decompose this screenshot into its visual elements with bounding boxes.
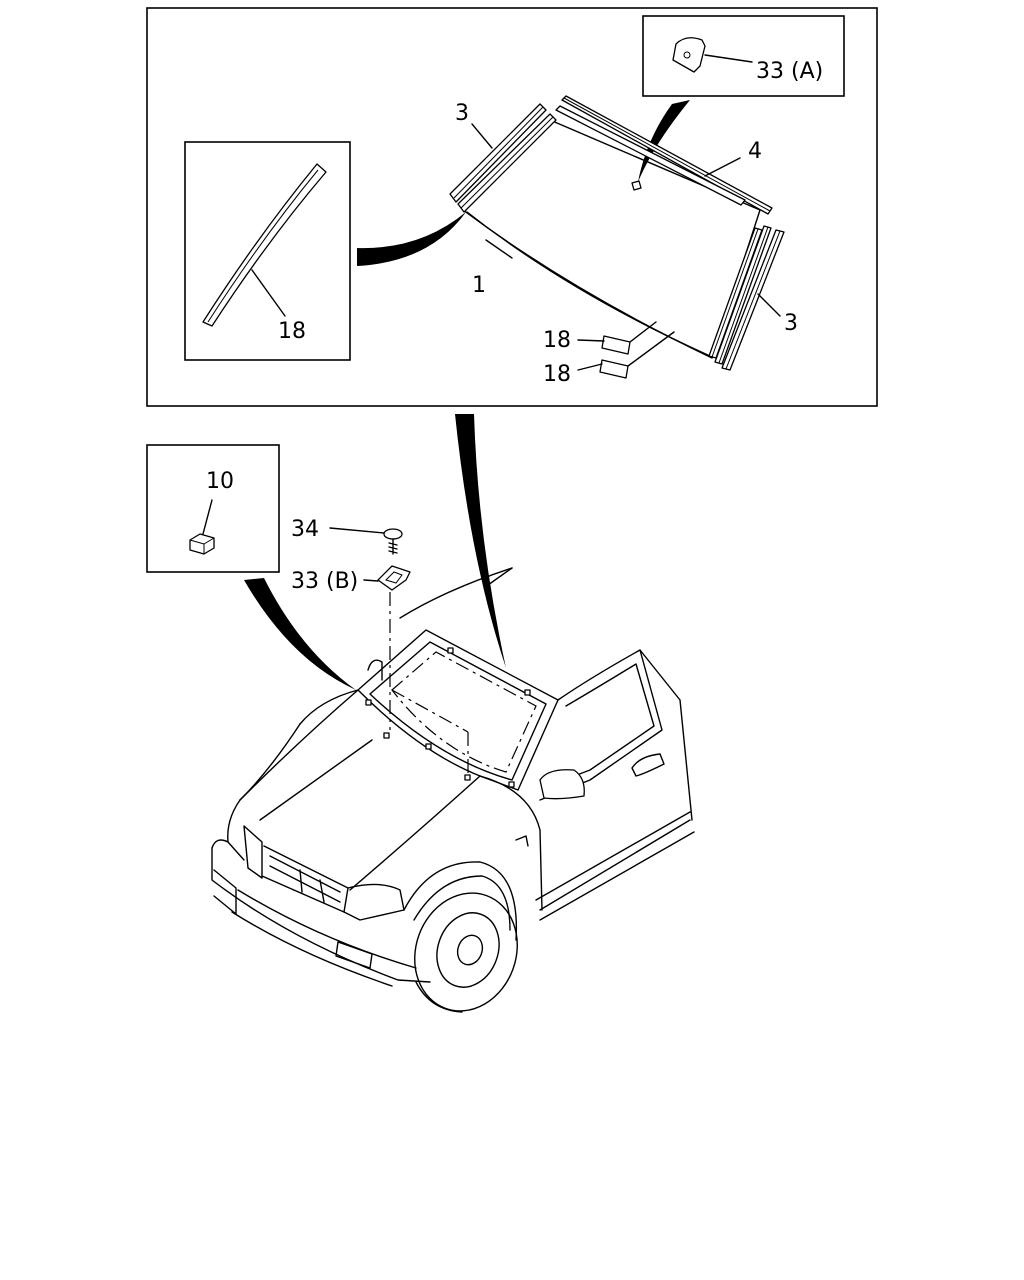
callout-spacer-upper: 18 [543, 328, 571, 353]
vehicle-illustration [211, 567, 695, 1013]
spacer-upper-part [601, 335, 631, 355]
molding-right: 3 [708, 225, 798, 371]
callout-spacer-lower: 18 [543, 362, 571, 387]
callout-molding-right: 3 [784, 311, 798, 336]
dam-inset: 18 [184, 141, 351, 361]
callout-glass: 1 [472, 273, 486, 298]
spacers: 18 18 [543, 321, 675, 387]
callout-clip-a: 33 (A) [756, 59, 823, 84]
windshield-pointer [455, 414, 506, 668]
pad-pointer [244, 578, 356, 690]
clip-a-part [672, 37, 706, 73]
callout-screw: 34 [291, 517, 319, 542]
fasteners: 34 33 (B) [291, 517, 411, 730]
callout-dam-inset: 18 [278, 319, 306, 344]
windshield-glass: 1 [462, 119, 761, 359]
spacer-lower-part [599, 359, 629, 379]
clip-b-part [377, 565, 411, 591]
pad-inset: 10 [146, 444, 280, 573]
callout-molding-top: 4 [748, 139, 762, 164]
callout-pad: 10 [206, 469, 234, 494]
dam-strip-part [202, 163, 327, 327]
callout-molding-upper-left: 3 [455, 101, 469, 126]
dam-pointer [357, 212, 466, 266]
pad-part [189, 533, 215, 555]
clip-a-pointer [638, 100, 690, 182]
callout-clip-b: 33 (B) [291, 569, 358, 594]
windshield-detail-frame [146, 7, 878, 407]
clip-a-inset: 33 (A) [642, 15, 845, 97]
molding-upper-left: 3 [449, 101, 557, 213]
molding-top: 4 [555, 95, 773, 215]
